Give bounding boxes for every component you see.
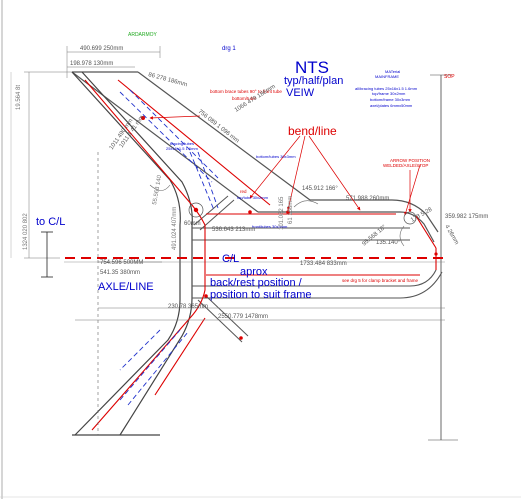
red-frame-lines — [84, 79, 437, 431]
dim-span1: 571.988 260mm — [346, 196, 389, 202]
dim-vert-mid: 101.082 165 — [279, 196, 285, 230]
tubes-note-4: axel/plates 6mmx50mm — [370, 103, 413, 108]
lower-bracing-tubes — [193, 195, 249, 343]
red-annotation-arrows — [149, 115, 421, 216]
dim-cl-mid: 1733.484 833mm — [300, 261, 347, 267]
dim-top-inner: 198.978 130mm — [70, 61, 113, 67]
arrow-position-note-1: ARROW POSITION — [390, 158, 430, 163]
dim-cl-left2: 541.35 380mm — [100, 270, 140, 276]
tubes-note-1: all/bracing tubes 25x16x1.5 1.6mm — [355, 86, 418, 91]
stamp-label: ARDARMOY — [128, 32, 158, 38]
drawing-number: drg 1 — [222, 46, 236, 52]
back-rest-label: back/rest position / — [210, 277, 303, 289]
dim-right-diag: 4 26mm — [443, 224, 459, 246]
tubes-note-2: top/frame 30x2mm — [372, 91, 406, 96]
top-tube-note: top/tube 30x2mm — [237, 195, 269, 200]
axle-circle — [188, 202, 204, 218]
see-drg-note: see drg 5 for clamp bracket and frame — [342, 278, 419, 283]
dim-bottom-span: 2550.779 1478mm — [218, 314, 268, 320]
dim-mid-left: 491.024 407mm — [172, 207, 178, 250]
dim-mid-small: 55.563 140 — [152, 174, 163, 205]
material-note-1: MATerial — [385, 69, 400, 74]
bottom-brace-note: bottom brace tubes 90° to front tube — [210, 89, 282, 94]
middle-frame-tubes — [192, 227, 443, 299]
angle-arc-right — [399, 225, 405, 247]
bottom-tube-note: bottom/tube — [232, 96, 256, 101]
centre-line-label: C/L — [222, 253, 239, 265]
front-tubes-note: front/tubes 30x3mm — [252, 224, 288, 229]
angle-arc-upper — [293, 200, 319, 208]
bracing-size-note: 25x16x1.5 1.6mm — [166, 146, 198, 151]
dim-top-width: 490.699 250mm — [80, 46, 123, 52]
top-frame-tube — [71, 71, 439, 243]
view-title-line2: VEIW — [286, 87, 315, 99]
dim-upper-curve: 86 278 186mm — [147, 72, 187, 88]
dim-left-top: 19.564 8t — [16, 85, 22, 110]
sop-label: SOP — [444, 74, 455, 80]
dim-angle1: 145.912 166° — [302, 186, 338, 192]
dim-angle-right2: 135.140° — [376, 240, 401, 246]
aprox-label: aprox — [240, 266, 268, 278]
dim-mid-tube: 536.643 213mm — [212, 227, 255, 233]
position-suit-label: position to suit frame — [210, 289, 312, 301]
dim-cl-left: 754.596 500MM — [100, 260, 143, 266]
axle-line-label: AXLE/LINE — [98, 281, 154, 293]
dim-vert-mid2: 61 168mm — [288, 196, 294, 224]
view-title-line1: typ/half/plan — [284, 75, 343, 87]
nts-label: NTS — [295, 58, 329, 77]
material-note-2: MAINFRAME — [375, 74, 399, 79]
red-note: red — [240, 189, 247, 194]
dim-left-long: 1324 020 802 — [23, 213, 29, 250]
bottom-tubes-30-note: bottom/tubes 30x3mm — [256, 154, 296, 159]
dim-axle-small: 230.78 365mm — [168, 304, 208, 310]
dim-tiny-left: 60mm — [184, 221, 201, 227]
blue-bracing-lines — [119, 89, 219, 406]
bracing-tubes-note: bracing/tubes — [170, 141, 194, 146]
weld-point-markers — [141, 116, 438, 340]
arrow-position-note-2: WELDED/AXLE/STOP — [383, 163, 428, 168]
dim-right: 359.982 175mm — [445, 214, 488, 220]
tubes-note-3: bottom/frame 30x3mm — [370, 97, 411, 102]
bend-line-label: bend/line — [288, 124, 337, 138]
to-cl-label: to C/L — [36, 216, 65, 228]
dim-diag-long: 756 089 1 096 mm — [197, 109, 240, 145]
